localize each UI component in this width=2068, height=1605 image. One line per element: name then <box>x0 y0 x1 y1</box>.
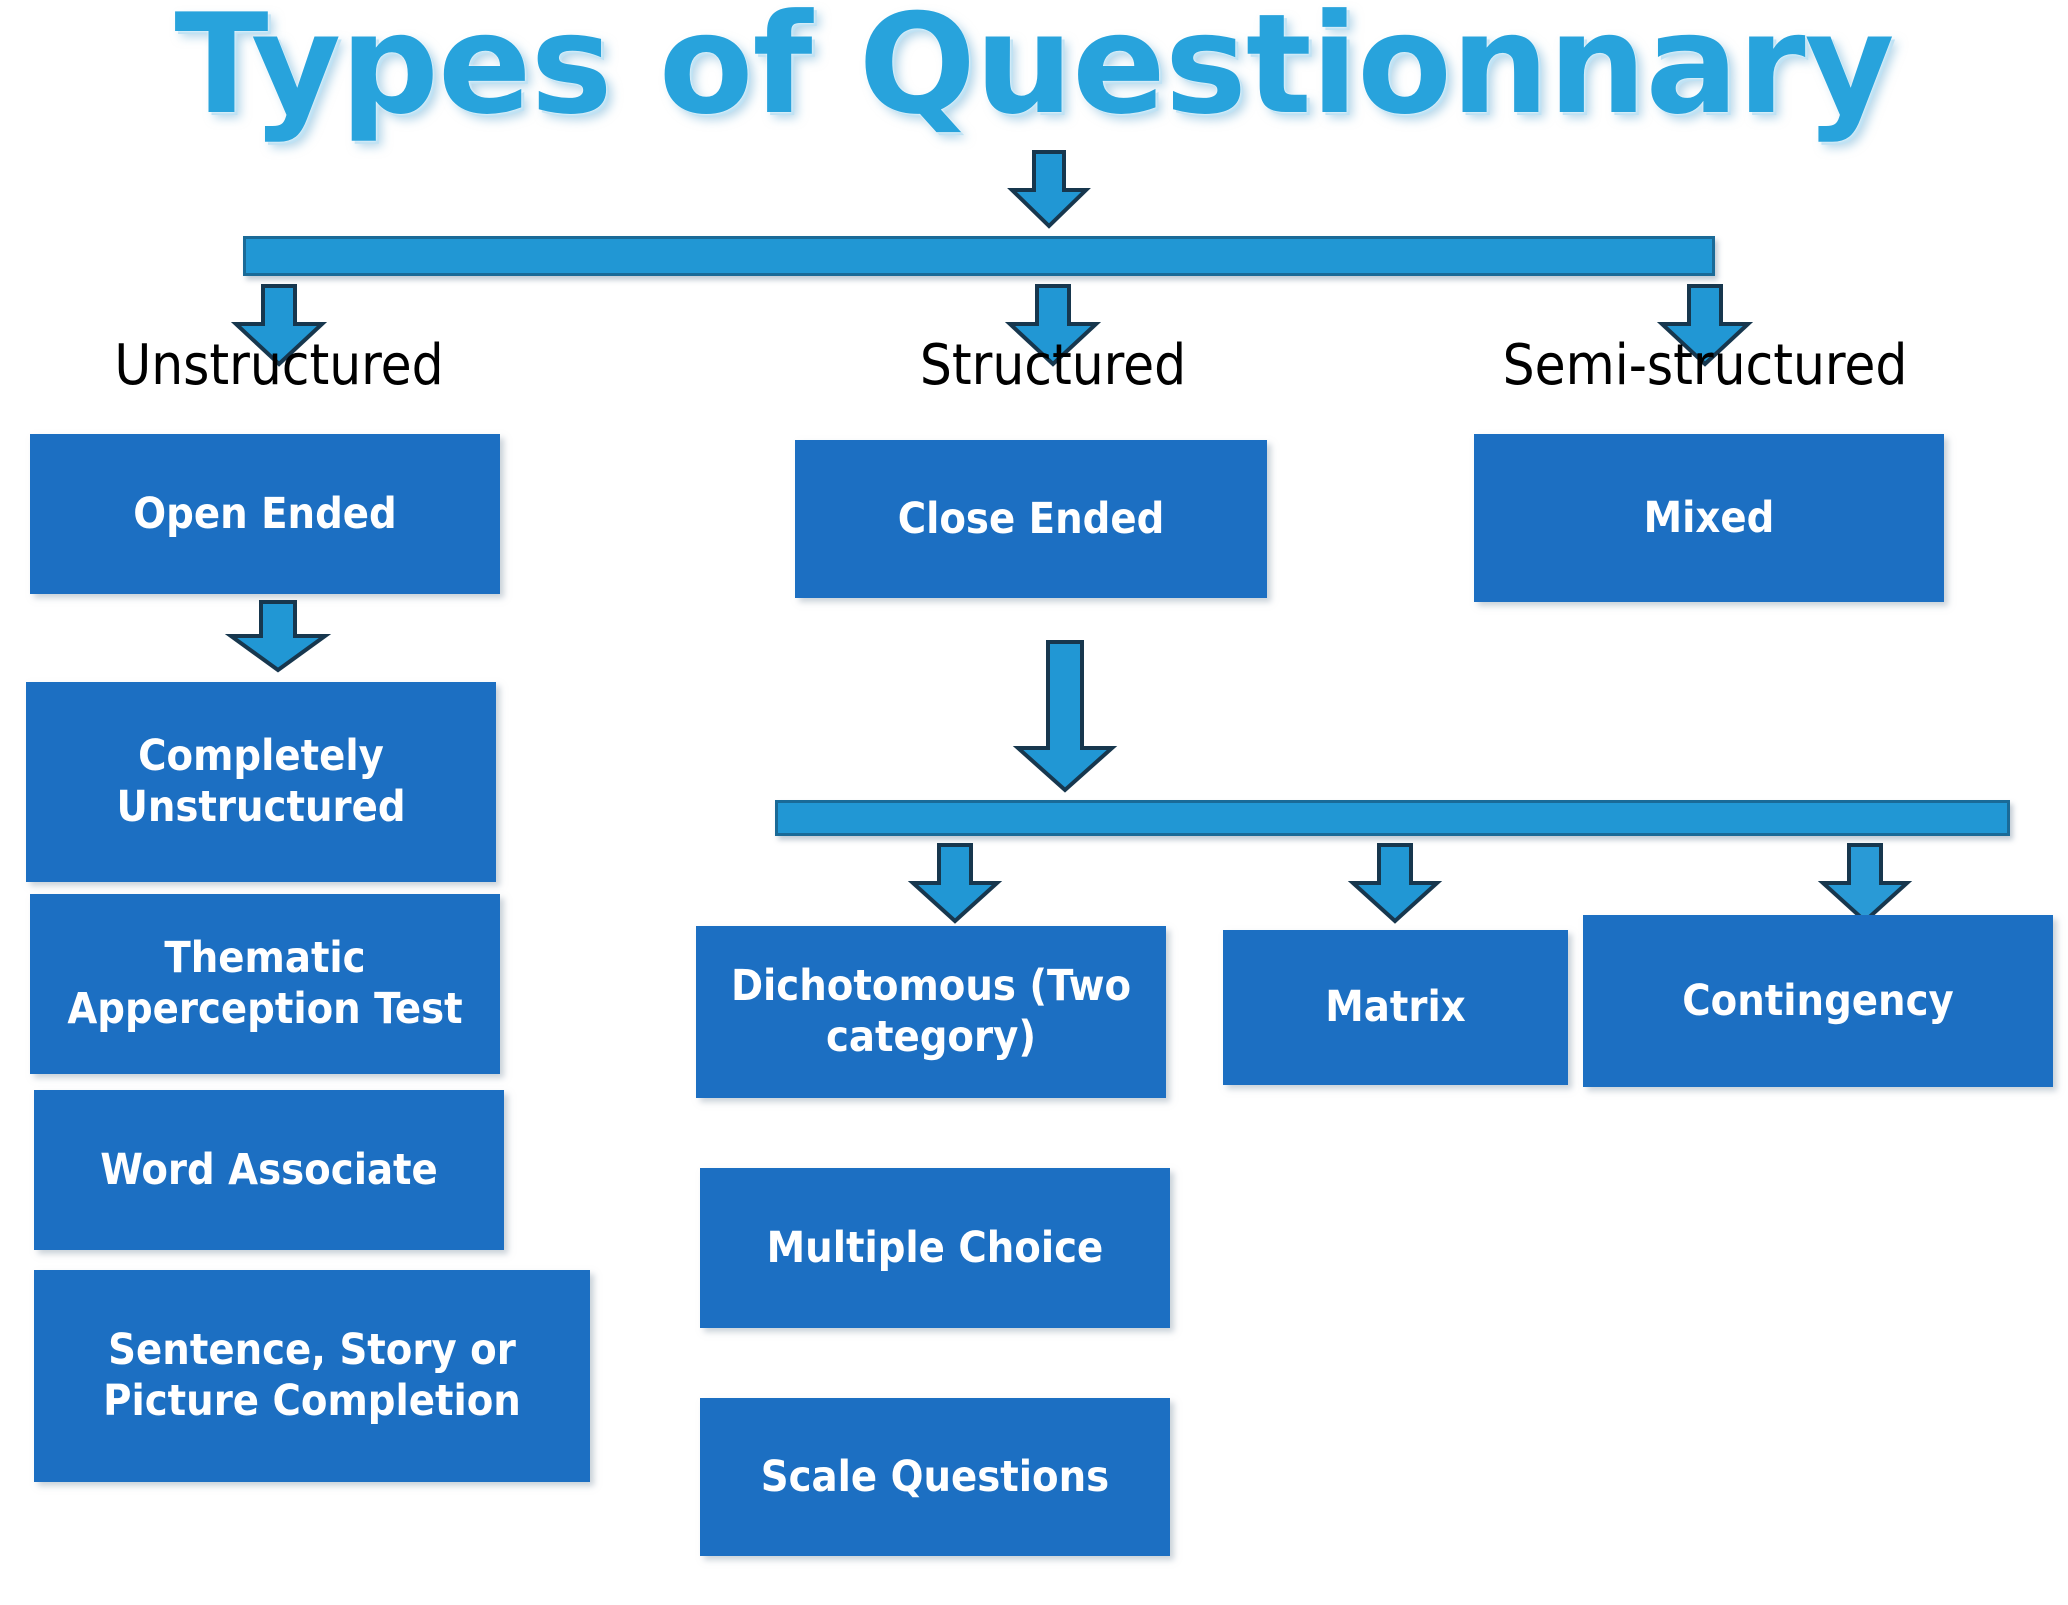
box-word-associate-label: Word Associate <box>100 1144 438 1195</box>
box-multiple-choice-label: Multiple Choice <box>766 1222 1104 1273</box>
box-thematic-apperception-test[interactable]: Thematic Apperception Test <box>30 894 500 1074</box>
tier-label-unstructured: Unstructured <box>114 333 444 398</box>
box-contingency[interactable]: Contingency <box>1583 915 2053 1087</box>
box-dichotomous[interactable]: Dichotomous (Two category) <box>696 926 1166 1098</box>
box-open-ended-label: Open Ended <box>133 488 397 539</box>
box-matrix-label: Matrix <box>1325 982 1466 1033</box>
tier-label-structured: Structured <box>919 333 1187 398</box>
page-title: Types of Questionnary <box>174 0 1894 145</box>
down-arrow-icon-close-to-bar <box>1012 640 1118 793</box>
box-open-ended[interactable]: Open Ended <box>30 434 500 594</box>
down-arrow-icon-open-to-completely <box>224 600 332 673</box>
horizontal-connector-bar-top <box>243 236 1715 276</box>
down-arrow-icon-title-to-bar <box>1007 150 1091 229</box>
box-completely-unstructured[interactable]: Completely Unstructured <box>26 682 496 882</box>
box-scale-questions-label: Scale Questions <box>760 1451 1110 1502</box>
box-word-associate[interactable]: Word Associate <box>34 1090 504 1250</box>
box-mixed-label: Mixed <box>1643 492 1775 543</box>
box-completely-unstructured-label: Completely Unstructured <box>116 731 406 832</box>
down-arrow-icon-structured <box>1004 284 1102 367</box>
box-multiple-choice[interactable]: Multiple Choice <box>700 1168 1170 1328</box>
box-sentence-story-picture-completion-label: Sentence, Story or Picture Completion <box>103 1325 521 1426</box>
box-sentence-story-picture-completion[interactable]: Sentence, Story or Picture Completion <box>34 1270 590 1482</box>
box-contingency-label: Contingency <box>1682 975 1954 1026</box>
down-arrow-icon-unstructured <box>230 284 328 367</box>
box-scale-questions[interactable]: Scale Questions <box>700 1398 1170 1556</box>
box-close-ended[interactable]: Close Ended <box>795 440 1267 598</box>
horizontal-connector-bar-lower <box>775 800 2010 836</box>
tier-label-semi-structured: Semi-structured <box>1502 333 1908 398</box>
down-arrow-icon-contingency <box>1817 843 1913 924</box>
box-mixed[interactable]: Mixed <box>1474 434 1944 602</box>
down-arrow-icon-semi-structured <box>1656 284 1754 367</box>
down-arrow-icon-dichotomous <box>907 843 1003 924</box>
box-dichotomous-label: Dichotomous (Two category) <box>730 961 1132 1062</box>
down-arrow-icon-matrix <box>1347 843 1443 924</box>
box-thematic-apperception-test-label: Thematic Apperception Test <box>67 933 463 1034</box>
box-close-ended-label: Close Ended <box>897 493 1165 544</box>
box-matrix[interactable]: Matrix <box>1223 930 1568 1085</box>
